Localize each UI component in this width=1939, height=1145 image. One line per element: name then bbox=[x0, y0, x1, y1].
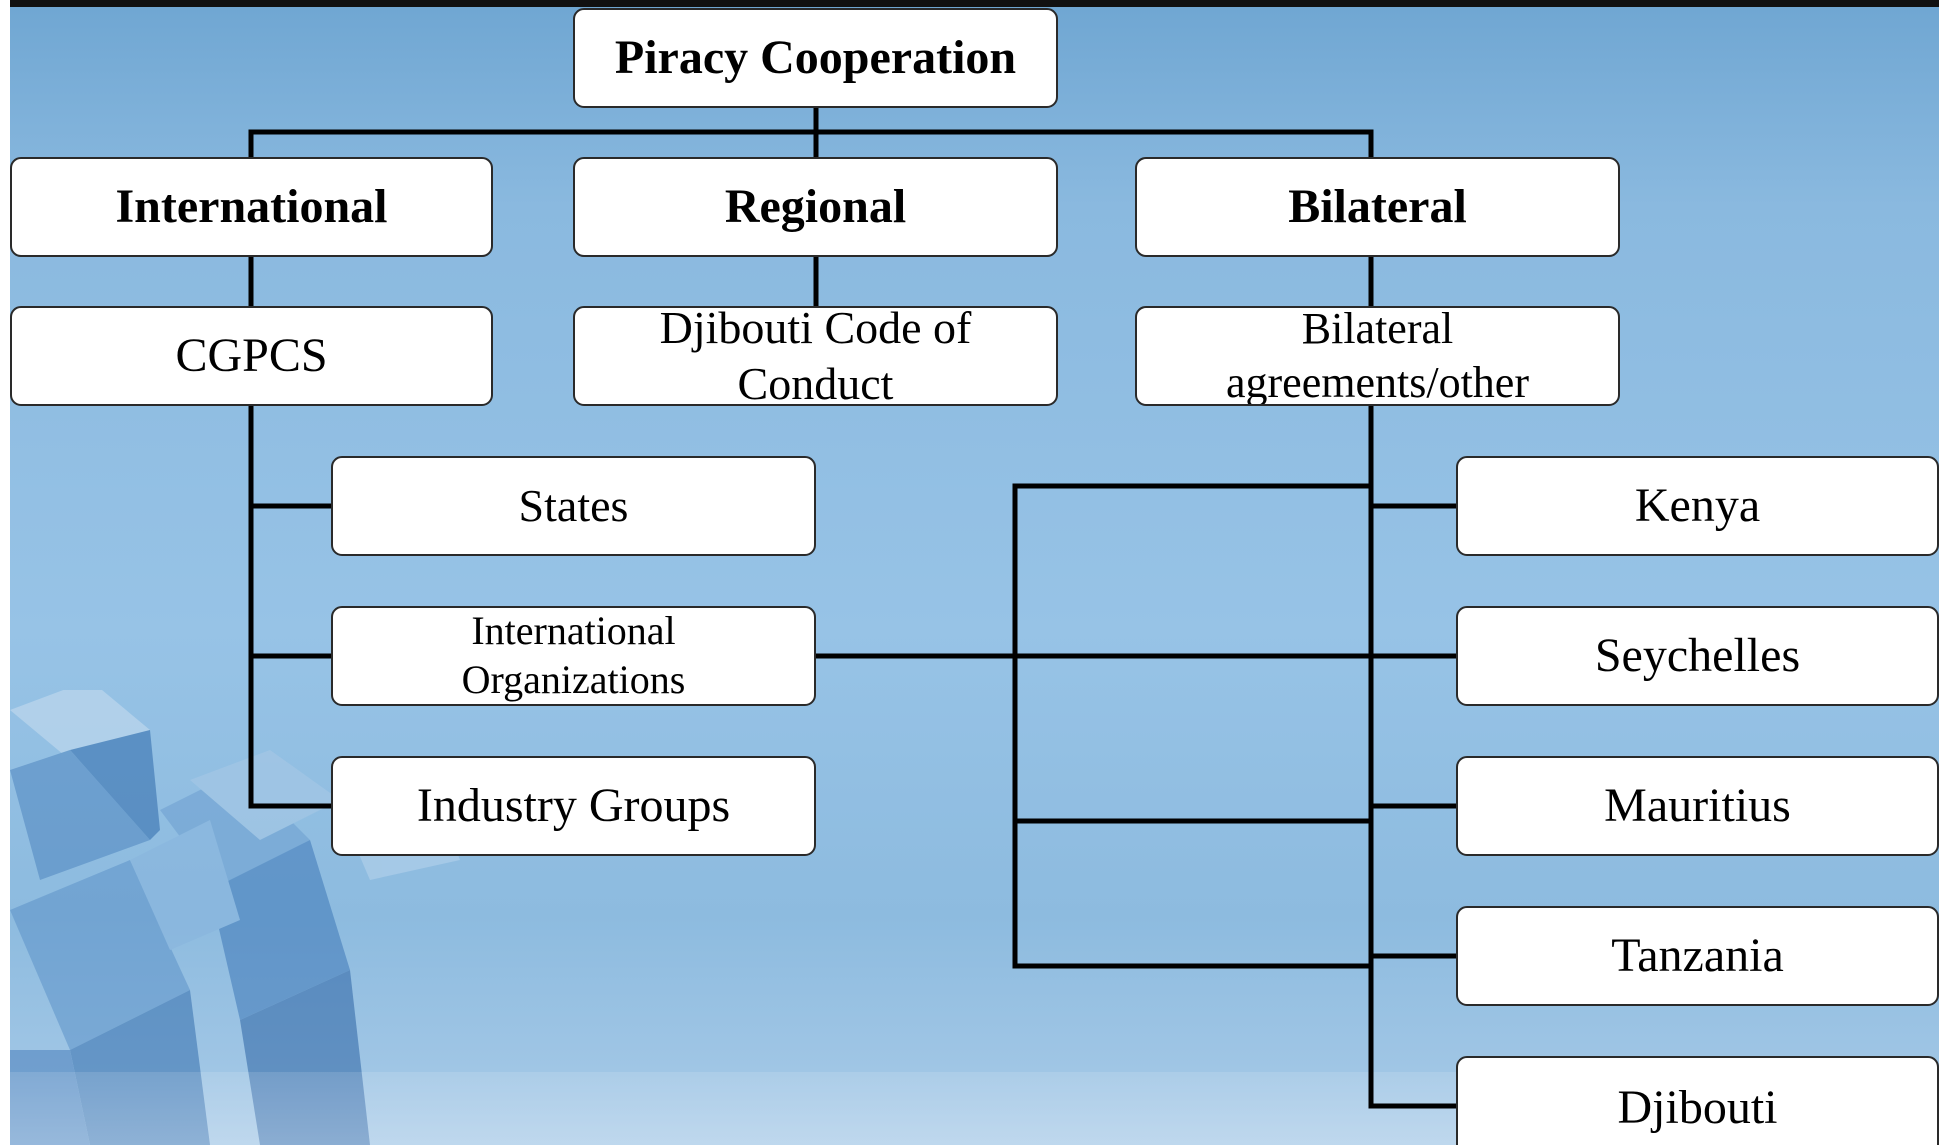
bilateral-agreements-label: Bilateral agreements/other bbox=[1226, 306, 1529, 406]
bilateral-label: Bilateral bbox=[1288, 180, 1467, 234]
djibouti-code-label: Djibouti Code of Conduct bbox=[659, 306, 972, 406]
slide-background: Piracy Cooperation International Regiona… bbox=[10, 0, 1939, 1145]
node-industry-groups: Industry Groups bbox=[331, 756, 816, 856]
node-kenya: Kenya bbox=[1456, 456, 1939, 556]
root-label: Piracy Cooperation bbox=[614, 31, 1017, 85]
node-international: International bbox=[10, 157, 493, 257]
node-regional: Regional bbox=[573, 157, 1058, 257]
node-djibouti-code: Djibouti Code of Conduct bbox=[573, 306, 1058, 406]
industry-groups-label: Industry Groups bbox=[416, 779, 731, 833]
states-label: States bbox=[518, 479, 629, 531]
node-tanzania: Tanzania bbox=[1456, 906, 1939, 1006]
top-border-bar bbox=[10, 0, 1939, 7]
seychelles-label: Seychelles bbox=[1594, 629, 1801, 683]
tanzania-label: Tanzania bbox=[1611, 929, 1784, 983]
decorative-cubes-graphic bbox=[10, 690, 460, 1145]
mauritius-label: Mauritius bbox=[1604, 779, 1791, 833]
node-international-organizations: International Organizations bbox=[331, 606, 816, 706]
international-organizations-label: International Organizations bbox=[461, 608, 686, 702]
connector-lines bbox=[248, 105, 1459, 1109]
international-label: International bbox=[115, 180, 388, 234]
kenya-label: Kenya bbox=[1634, 479, 1761, 533]
cgpcs-label: CGPCS bbox=[175, 329, 328, 383]
node-bilateral: Bilateral bbox=[1135, 157, 1620, 257]
node-seychelles: Seychelles bbox=[1456, 606, 1939, 706]
node-mauritius: Mauritius bbox=[1456, 756, 1939, 856]
node-states: States bbox=[331, 456, 816, 556]
djibouti-label: Djibouti bbox=[1617, 1081, 1778, 1134]
root-node: Piracy Cooperation bbox=[573, 8, 1058, 108]
regional-label: Regional bbox=[724, 180, 907, 234]
node-cgpcs: CGPCS bbox=[10, 306, 493, 406]
node-djibouti: Djibouti bbox=[1456, 1056, 1939, 1145]
node-bilateral-agreements: Bilateral agreements/other bbox=[1135, 306, 1620, 406]
